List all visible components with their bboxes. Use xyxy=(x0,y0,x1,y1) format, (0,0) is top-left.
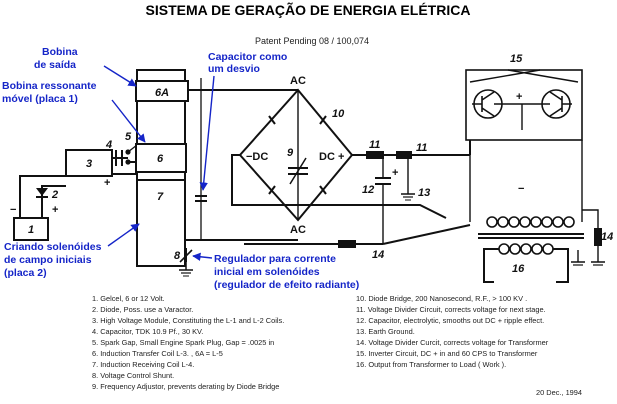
bridge-number-10: 10 xyxy=(332,108,345,120)
diagram-title: SISTEMA DE GERAÇÃO DE ENERGIA ELÉTRICA xyxy=(146,1,471,18)
note-right-13: 13. Earth Ground. xyxy=(356,327,415,336)
annotation-capacitor-line1: Capacitor como xyxy=(208,51,287,63)
svg-text:2: 2 xyxy=(51,189,58,201)
battery-plus: + xyxy=(52,204,58,216)
arrow-output-coil xyxy=(103,65,137,87)
svg-text:11: 11 xyxy=(369,139,380,151)
svg-text:+: + xyxy=(516,91,522,103)
note-right-11: 11. Voltage Divider Circuit, corrects vo… xyxy=(356,305,546,314)
svg-text:1: 1 xyxy=(28,224,34,236)
note-right-14: 14. Voltage Divider Curcit, corrects vol… xyxy=(356,338,549,347)
svg-text:3: 3 xyxy=(86,158,92,170)
svg-text:13: 13 xyxy=(418,187,430,199)
svg-text:11: 11 xyxy=(416,142,427,154)
svg-text:15: 15 xyxy=(510,53,523,65)
annotation-output-coil-line2: de saída xyxy=(34,59,76,71)
high-voltage-module-3: 3 xyxy=(65,149,113,177)
svg-text:12: 12 xyxy=(362,184,374,196)
wire-output-left xyxy=(483,248,499,283)
wire-output-right xyxy=(553,248,569,283)
output-coil-6a: 6A xyxy=(135,80,189,102)
notes-left: 1. Gelcel, 6 or 12 Volt. 2. Diode, Poss.… xyxy=(92,294,284,391)
voltage-divider-14-right: 14 xyxy=(582,209,613,266)
battery-1: 1 xyxy=(13,217,49,241)
note-left-5: 5. Spark Gap, Small Engine Spark Plug, G… xyxy=(92,338,274,347)
annotation-capacitor-line2: um desvio xyxy=(208,63,260,75)
annotation-regulator-line1: Regulador para corrente xyxy=(214,253,336,265)
svg-text:9: 9 xyxy=(287,147,294,159)
battery-minus: − xyxy=(10,204,16,216)
output-16: 16 xyxy=(512,263,525,275)
annotation-regulator-line2: inicial em solenóides xyxy=(214,266,320,278)
arrow-solenoid xyxy=(107,223,140,247)
annotation-solenoid-line3: (placa 2) xyxy=(4,267,47,279)
voltage-shunt-8: 8 xyxy=(174,248,193,277)
earth-ground-13: 13 xyxy=(401,155,430,201)
note-right-12: 12. Capacitor, electrolytic, smooths out… xyxy=(356,316,544,325)
voltage-divider-14-left: 14 xyxy=(338,240,384,261)
note-right-16: 16. Output from Transformer to Load ( Wo… xyxy=(356,360,506,369)
svg-text:14: 14 xyxy=(372,249,384,261)
annotation-solenoid-line2: de campo iniciais xyxy=(4,254,92,266)
capacitor-12: 12 + xyxy=(362,155,398,244)
wire-dc-minus xyxy=(231,154,447,219)
arrow-capacitor xyxy=(199,75,215,191)
transfer-coil-6: 6 xyxy=(135,143,187,173)
svg-text:6: 6 xyxy=(157,153,164,165)
note-left-2: 2. Diode, Poss. use a Varactor. xyxy=(92,305,193,314)
notes-right: 10. Diode Bridge, 200 Nanosecond, R.F., … xyxy=(356,294,549,369)
ac-bottom-label: AC xyxy=(290,224,306,236)
transformer-ground xyxy=(571,250,585,266)
transformer-minus: − xyxy=(518,183,524,195)
note-left-1: 1. Gelcel, 6 or 12 Volt. xyxy=(92,294,165,303)
wire-divider-to-transformer xyxy=(382,224,471,245)
annotation-solenoid-line1: Criando solenóides xyxy=(4,241,102,253)
receiving-coil-7: 7 xyxy=(157,191,164,203)
annotation-resonant-coil-line2: móvel (placa 1) xyxy=(2,93,78,105)
svg-text:14: 14 xyxy=(601,231,613,243)
frequency-adjustor-9: 9 xyxy=(287,90,308,220)
arrow-regulator xyxy=(192,252,213,261)
svg-text:5: 5 xyxy=(125,131,132,143)
note-left-6: 6. Induction Transfer Coil L-3. , 6A = L… xyxy=(92,349,223,358)
dc-minus-label: −DC xyxy=(246,151,268,163)
note-right-10: 10. Diode Bridge, 200 Nanosecond, R.F., … xyxy=(356,294,527,303)
voltage-divider-11: 11 11 xyxy=(366,139,427,159)
patent-note: Patent Pending 08 / 100,074 xyxy=(255,36,369,46)
ac-top-label: AC xyxy=(290,75,306,87)
svg-text:8: 8 xyxy=(174,250,181,262)
annotation-resonant-coil-line1: Bobina ressonante xyxy=(2,80,97,92)
transformer: − xyxy=(469,140,584,255)
svg-text:+: + xyxy=(392,167,398,179)
diode-2: 2 xyxy=(36,188,58,201)
annotation-output-coil-line1: Bobina xyxy=(42,46,78,58)
note-left-9: 9. Frequency Adjustor, prevents derating… xyxy=(92,382,279,391)
dc-plus-label: DC + xyxy=(319,151,344,163)
inverter-15: 15 + xyxy=(465,53,583,141)
note-right-15: 15. Inverter Circuit, DC + in and 60 CPS… xyxy=(356,349,538,358)
wire-battery-neg xyxy=(19,175,66,218)
capacitor-4: 4 xyxy=(105,139,123,166)
bypass-capacitor xyxy=(195,195,207,202)
arrow-resonant-coil xyxy=(111,99,146,143)
wire-battery-pos xyxy=(41,185,66,218)
note-left-8: 8. Voltage Control Shunt. xyxy=(92,371,174,380)
module-plus: + xyxy=(104,177,110,189)
note-left-3: 3. High Voltage Module, Constituting the… xyxy=(92,316,284,325)
annotation-regulator-line3: (regulador de efeito radiante) xyxy=(214,279,359,291)
svg-text:4: 4 xyxy=(105,139,112,151)
note-left-7: 7. Induction Receiving Coil L-4. xyxy=(92,360,194,369)
diagram-date: 20 Dec., 1994 xyxy=(536,388,582,397)
note-left-4: 4. Capacitor, TDK 10.9 Pf., 30 KV. xyxy=(92,327,203,336)
svg-text:6A: 6A xyxy=(155,87,169,99)
